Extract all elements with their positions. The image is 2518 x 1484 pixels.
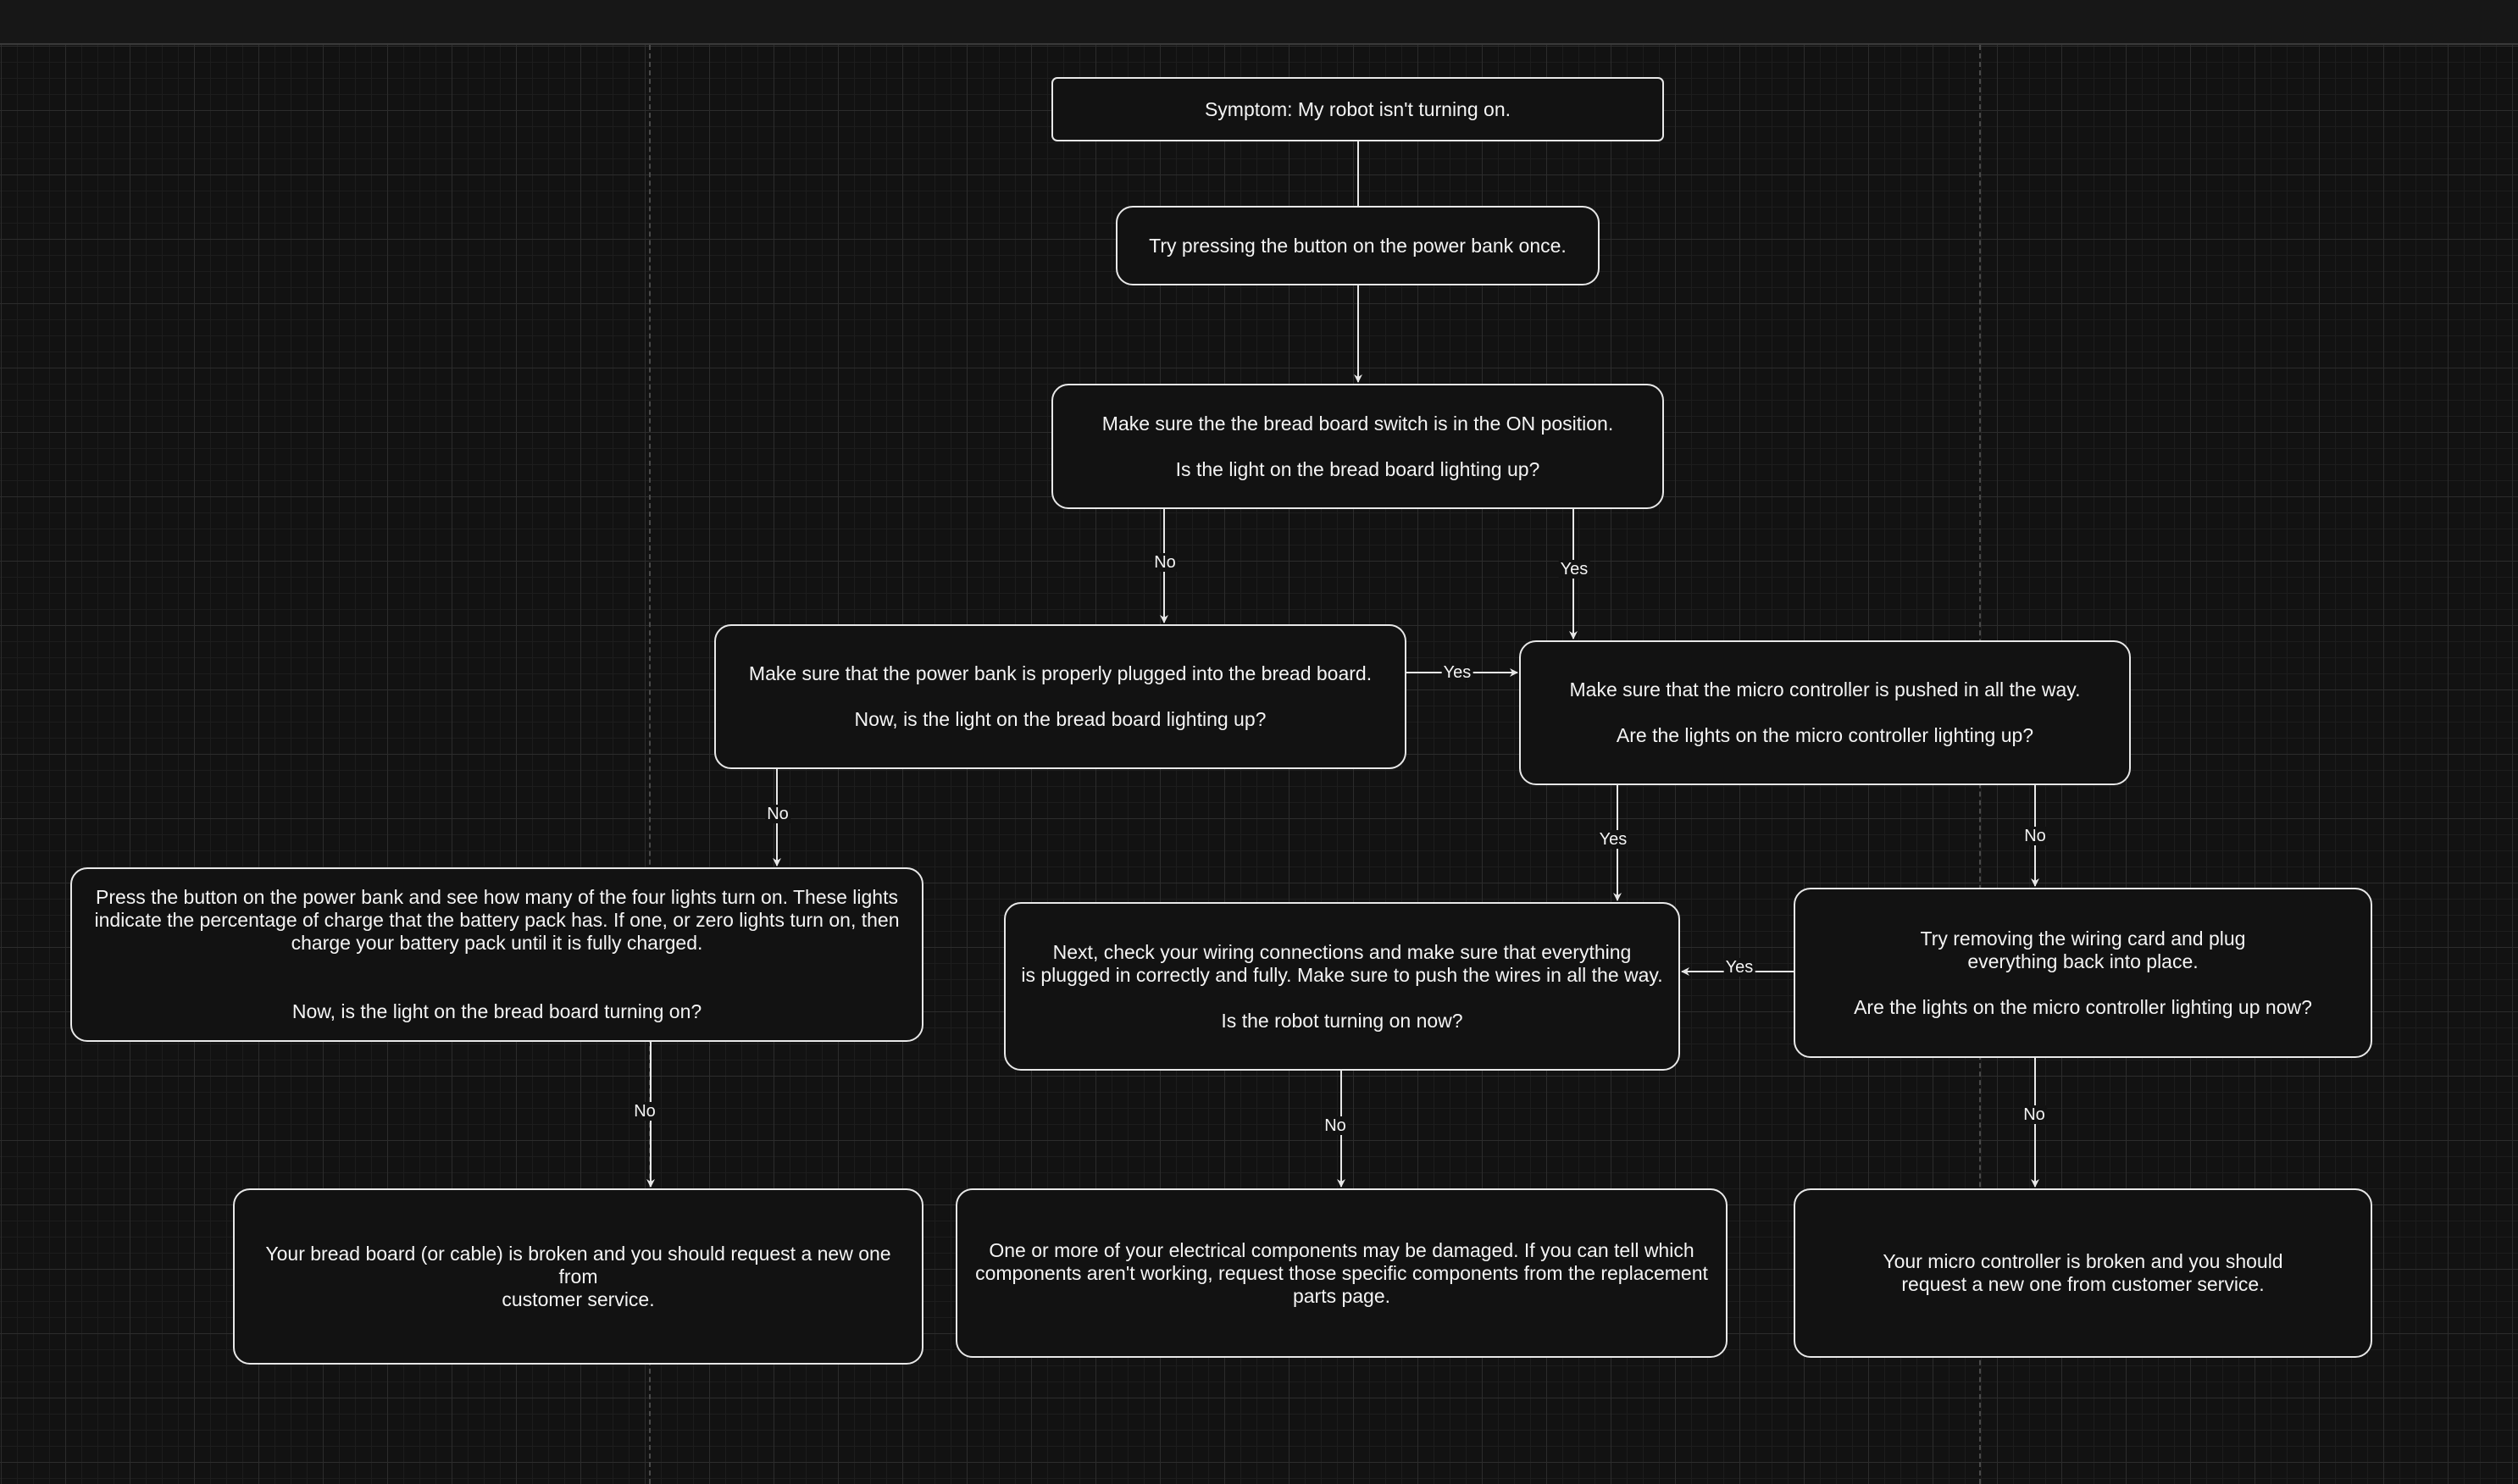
node-micro-broken[interactable]: Your micro controller is broken and you … <box>1794 1188 2372 1358</box>
node-micro-pushed[interactable]: Make sure that the micro controller is p… <box>1519 640 2131 785</box>
edge-label-yes: Yes <box>1558 560 1590 579</box>
top-toolbar <box>0 0 2518 45</box>
edge-label-no: No <box>765 805 790 823</box>
node-four-lights[interactable]: Press the button on the power bank and s… <box>70 867 923 1042</box>
edge-label-no: No <box>2022 1105 2047 1124</box>
page-boundary-line <box>649 45 651 1484</box>
edge-label-no: No <box>1152 553 1178 572</box>
node-switch-on[interactable]: Make sure the the bread board switch is … <box>1051 384 1664 509</box>
node-breadboard-broken[interactable]: Your bread board (or cable) is broken an… <box>233 1188 923 1365</box>
edge-label-no: No <box>1323 1116 1348 1135</box>
node-components-damaged[interactable]: One or more of your electrical component… <box>956 1188 1728 1358</box>
edge-label-yes: Yes <box>1723 958 1755 977</box>
edge-label-yes: Yes <box>1441 663 1473 682</box>
node-wiring-card[interactable]: Try removing the wiring card and plug ev… <box>1794 888 2372 1058</box>
node-wiring[interactable]: Next, check your wiring connections and … <box>1004 902 1680 1071</box>
edge-label-no: No <box>2022 827 2048 845</box>
edge-label-no: No <box>632 1102 657 1121</box>
edge-label-yes: Yes <box>1597 830 1629 849</box>
node-plugged-in[interactable]: Make sure that the power bank is properl… <box>714 624 1406 769</box>
node-symptom[interactable]: Symptom: My robot isn't turning on. <box>1051 77 1664 141</box>
node-press-once[interactable]: Try pressing the button on the power ban… <box>1116 206 1600 285</box>
